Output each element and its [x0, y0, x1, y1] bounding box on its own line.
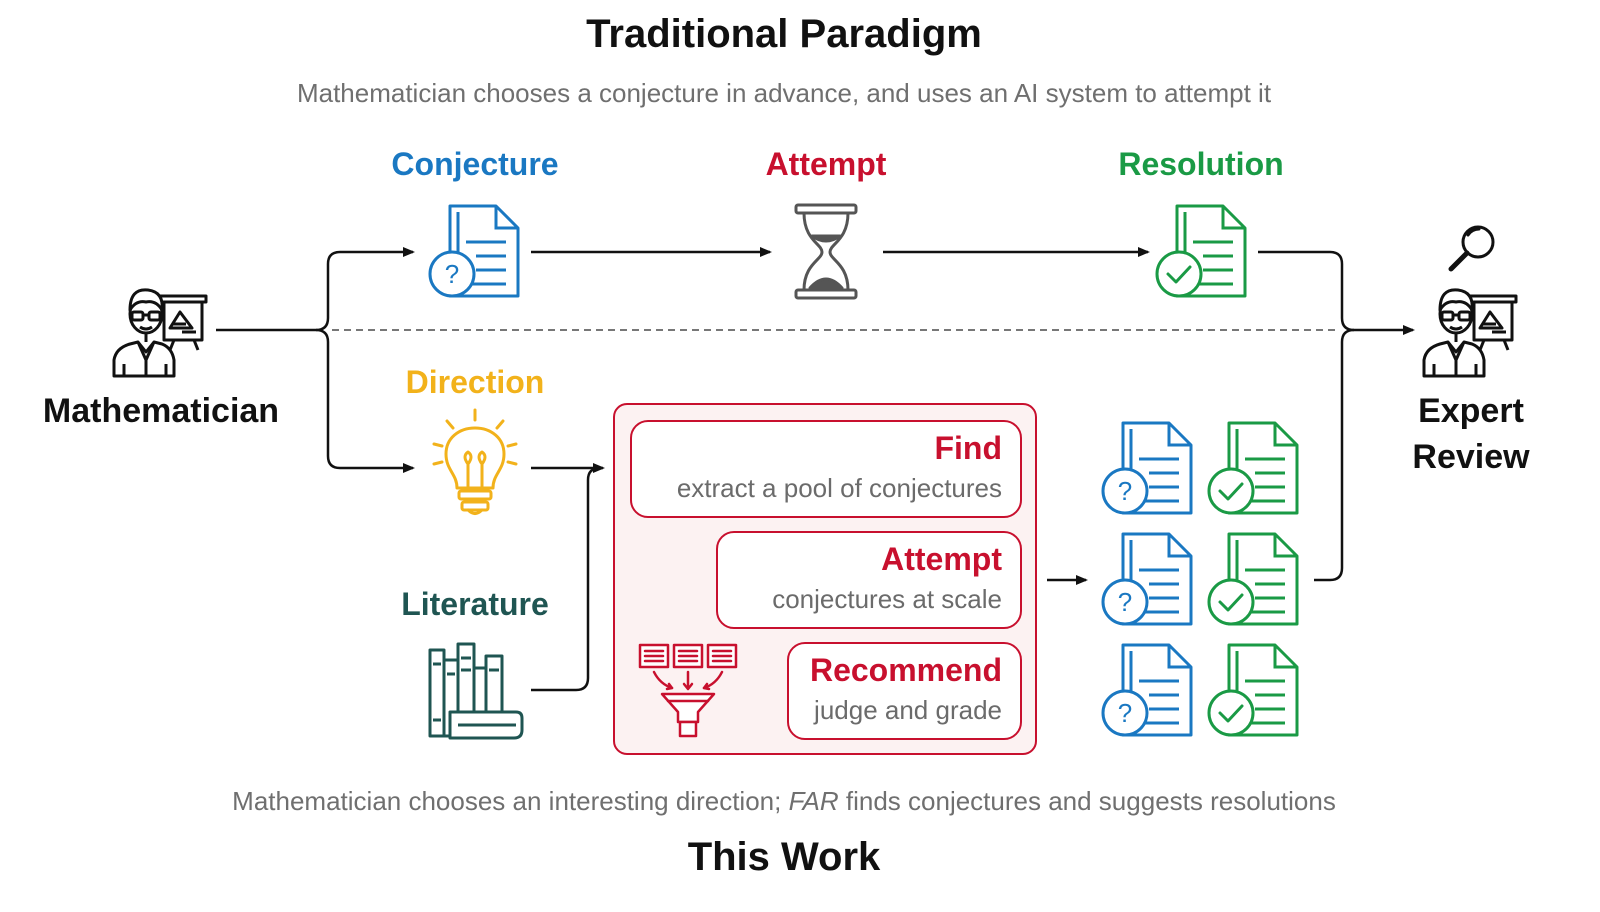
books-icon — [428, 642, 524, 740]
bottom-caption: Mathematician chooses an interesting dir… — [0, 786, 1568, 817]
document-question-icon — [428, 204, 520, 298]
document-check-icon — [1207, 643, 1299, 737]
page-subtitle: Mathematician chooses a conjecture in ad… — [296, 78, 1272, 108]
document-check-icon — [1207, 421, 1299, 515]
results-to-review — [1314, 328, 1355, 582]
document-check-icon — [1207, 532, 1299, 626]
document-question-icon — [1101, 532, 1193, 626]
literature-to-panel-line — [531, 466, 601, 692]
expert-review-line2: Review — [1412, 438, 1530, 476]
recommend-card: Recommend judge and grade — [787, 642, 1022, 740]
literature-label: Literature — [401, 586, 549, 622]
funnel-filter-icon — [638, 643, 738, 738]
resolution-to-review — [1258, 250, 1415, 335]
bracket-bottom — [315, 328, 415, 473]
recommend-desc: judge and grade — [814, 695, 1002, 725]
mathematician-label: Mathematician — [42, 392, 280, 430]
teacher-at-board-icon — [1422, 288, 1518, 378]
expert-review-line1: Expert — [1418, 392, 1524, 430]
caption-part-1: Mathematician chooses an interesting dir… — [232, 786, 789, 816]
hourglass-icon — [794, 203, 858, 300]
recommend-title: Recommend — [809, 652, 1002, 688]
expert-review-label: Expert Review — [1390, 388, 1552, 480]
attempt-label: Attempt — [765, 146, 887, 182]
magnifying-glass-icon — [1448, 225, 1495, 272]
this-work-title: This Work — [687, 835, 881, 879]
resolution-label: Resolution — [1118, 146, 1284, 182]
connectors — [216, 247, 1415, 692]
lightbulb-icon — [432, 408, 518, 515]
conjecture-label: Conjecture — [391, 146, 559, 182]
document-question-icon — [1101, 643, 1193, 737]
teacher-at-board-icon — [112, 288, 208, 378]
caption-far: FAR — [788, 786, 839, 816]
attempt-card: Attempt conjectures at scale — [716, 531, 1022, 629]
bracket-top — [315, 247, 415, 332]
direction-label: Direction — [405, 364, 545, 400]
attempt-card-title: Attempt — [881, 541, 1002, 577]
attempt-card-desc: conjectures at scale — [772, 584, 1002, 614]
document-check-icon — [1155, 204, 1247, 298]
find-title: Find — [934, 430, 1002, 466]
find-desc: extract a pool of conjectures — [676, 473, 1002, 503]
find-card: Find extract a pool of conjectures — [630, 420, 1022, 518]
document-question-icon — [1101, 421, 1193, 515]
result-documents-grid — [1101, 421, 1299, 737]
caption-part-2: finds conjectures and suggests resolutio… — [838, 786, 1336, 816]
page-title: Traditional Paradigm — [586, 12, 982, 56]
